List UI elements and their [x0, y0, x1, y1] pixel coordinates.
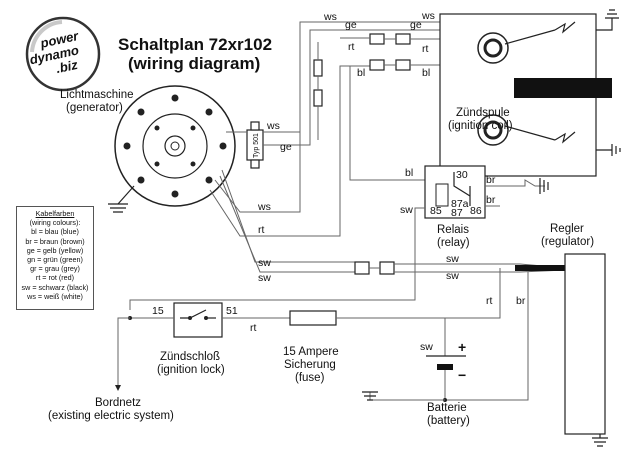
legend-entry: sw = schwarz (black)	[21, 282, 89, 292]
generator-label-en: (generator)	[66, 102, 123, 114]
generator-plug: Typ 501	[246, 121, 264, 169]
wl-rt-gen: rt	[258, 224, 264, 236]
logo-line3: .biz	[55, 57, 80, 76]
battery-label-de: Batterie	[427, 402, 467, 414]
wl-rt-top-a: rt	[348, 41, 354, 53]
title-line1: Schaltplan 72xr102	[118, 35, 272, 54]
ignition-coil	[439, 9, 621, 177]
wl-rt-top-b: rt	[422, 43, 428, 55]
legend-entry: gr = grau (grey)	[30, 264, 80, 274]
fuse-label-1: 15 Ampere	[283, 346, 339, 358]
onboard-label-en: (existing electric system)	[48, 410, 174, 422]
relay-t86: 86	[470, 205, 482, 217]
legend-entry: rt = rot (red)	[35, 273, 75, 283]
relay-t30: 30	[456, 169, 468, 181]
legend-entry: br = braun (brown)	[25, 236, 85, 246]
battery-plus: +	[458, 339, 466, 355]
wl-ge-top-b: ge	[410, 19, 422, 31]
ignition-lock	[115, 302, 290, 391]
wl-rt-lock: rt	[250, 322, 256, 334]
wl-ws-gen: ws	[266, 120, 280, 132]
lock-t51: 51	[226, 305, 238, 317]
fuse	[289, 310, 445, 326]
battery-minus: −	[458, 367, 466, 383]
legend-entry: ge = gelb (yellow)	[26, 245, 84, 255]
wl-sw-b: sw	[258, 272, 271, 284]
lock-label-de: Zündschloß	[160, 351, 220, 363]
wl-sw-relay: sw	[400, 204, 413, 216]
lock-label-en: (ignition lock)	[157, 364, 225, 376]
battery-label-en: (battery)	[427, 415, 470, 427]
legend-entry: gn = grün (green)	[27, 255, 83, 265]
wl-sw-d: sw	[446, 270, 459, 282]
wl-sw-batt: sw	[420, 341, 433, 353]
coil-label-en: (ignition coil)	[448, 120, 513, 132]
wl-ge-top-a: ge	[345, 19, 357, 31]
onboard-label-de: Bordnetz	[95, 397, 141, 409]
legend-title: Kabelfarben	[35, 209, 75, 218]
regulator	[445, 253, 608, 447]
legend-entry: bl = blau (blue)	[31, 227, 79, 237]
wl-sw-a: sw	[258, 257, 271, 269]
regulator-label-en: (regulator)	[541, 236, 594, 248]
top-connectors	[369, 33, 411, 71]
battery	[362, 318, 466, 402]
relay-t85: 85	[430, 205, 442, 217]
legend-entry: ws = weiß (white)	[27, 291, 83, 301]
fuse-label-3: (fuse)	[295, 372, 325, 384]
generator	[108, 85, 236, 213]
regulator-label-de: Regler	[550, 223, 584, 235]
wl-ws-top-left: ws	[323, 11, 337, 23]
relay-t87: 87	[451, 207, 463, 219]
coil-label-de: Zündspule	[456, 107, 510, 119]
lock-t15: 15	[152, 305, 164, 317]
wl-br-reg: br	[516, 295, 526, 307]
legend-subtitle: (wiring colours):	[29, 218, 81, 228]
wl-br-relay-b: br	[486, 194, 496, 206]
wl-ws-gen-low: ws	[257, 201, 271, 213]
wl-rt-reg: rt	[486, 295, 492, 307]
powerdynamo-logo: power dynamo .biz	[25, 16, 101, 92]
wiring-colour-legend: Kabelfarben (wiring colours): bl = blau …	[16, 206, 94, 310]
wl-bl-top-a: bl	[357, 67, 365, 79]
title-line2: (wiring diagram)	[128, 54, 260, 73]
relay-label-en: (relay)	[437, 237, 470, 249]
wl-sw-c: sw	[446, 253, 459, 265]
generator-label-de: Lichtmaschine	[60, 89, 134, 101]
wl-bl-top-b: bl	[422, 67, 430, 79]
relay	[129, 165, 549, 310]
relay-label-de: Relais	[437, 224, 469, 236]
wire-color-labels: ws ge ge ws rt rt bl bl ws ge ws rt bl b…	[250, 10, 526, 353]
relay-t87a: 87a	[451, 198, 469, 210]
wl-br-relay-a: br	[486, 174, 496, 186]
wl-ge-gen: ge	[280, 141, 292, 153]
plug-text: Typ 501	[253, 133, 260, 158]
fuse-label-2: Sicherung	[284, 359, 336, 371]
wl-bl-relay: bl	[405, 167, 413, 179]
wl-ws-top-right: ws	[421, 10, 435, 22]
